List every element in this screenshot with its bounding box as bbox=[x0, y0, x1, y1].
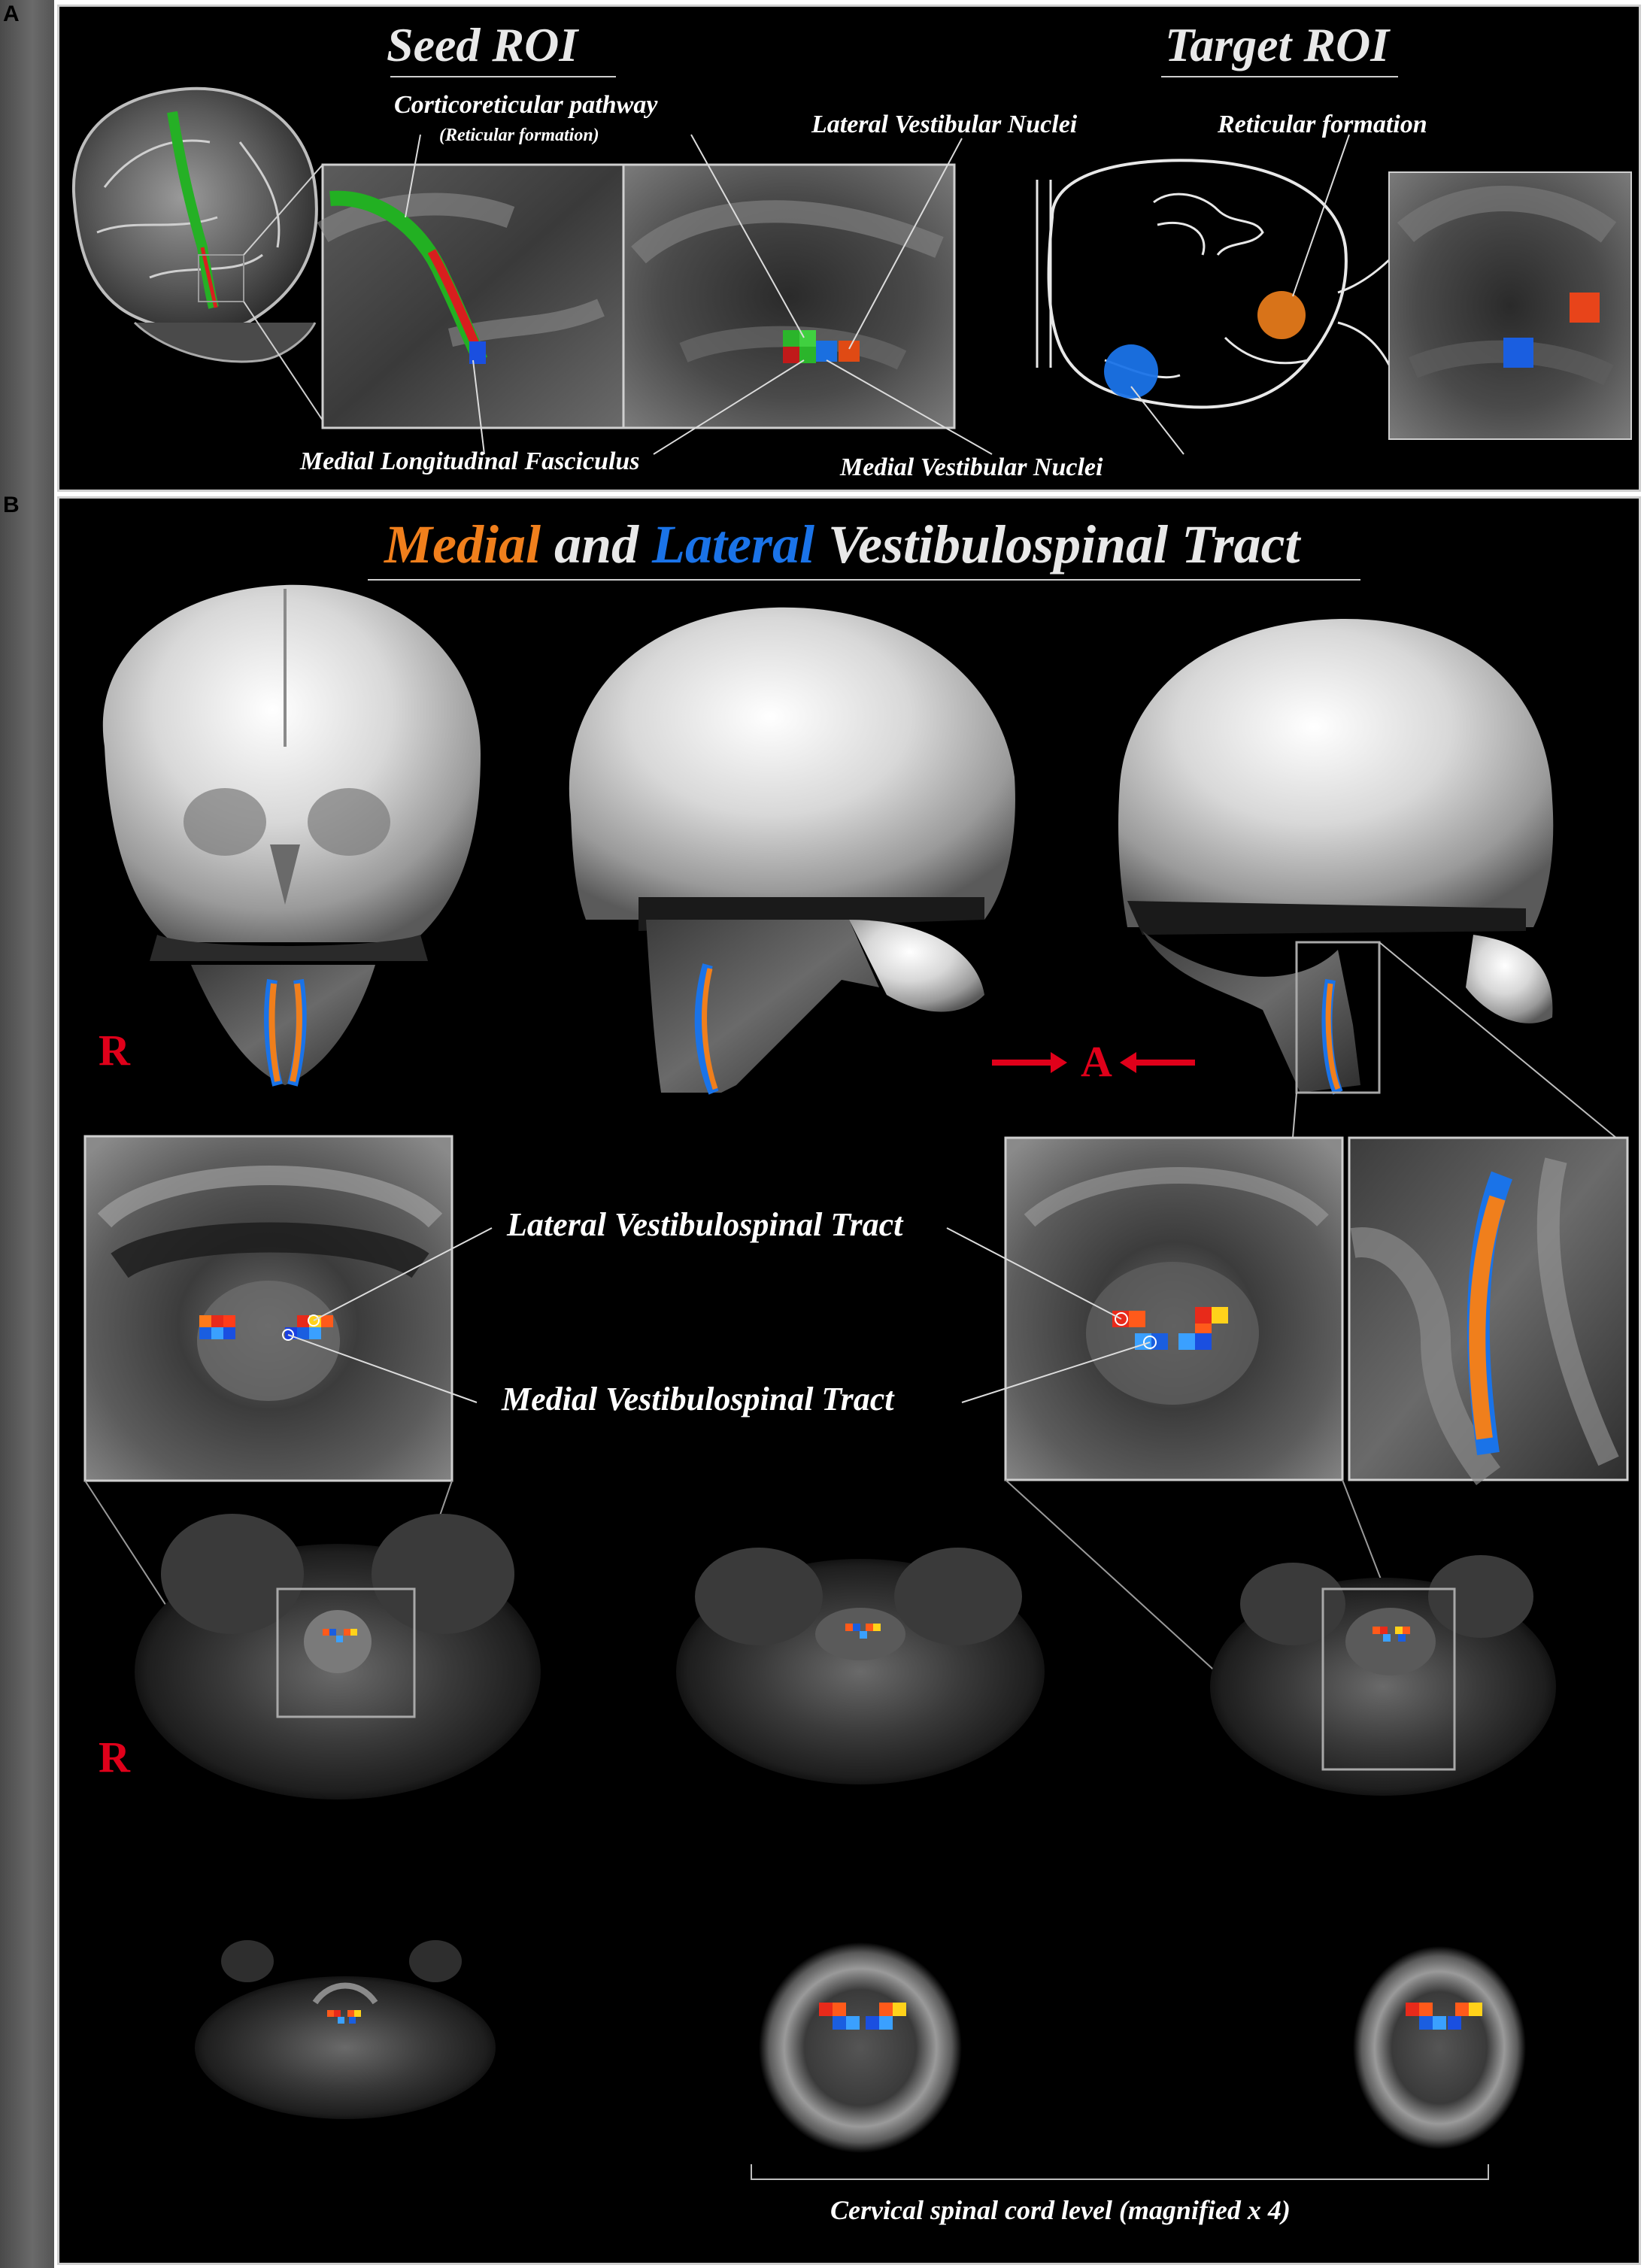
cervical-cord-slice-2 bbox=[1353, 1946, 1526, 2149]
left-sidebar-bar bbox=[0, 0, 54, 2268]
mlf-label: Medial Longitudinal Fasciculus bbox=[300, 447, 640, 475]
panel-a-graphics bbox=[71, 76, 1632, 455]
skull-frontal-view bbox=[102, 584, 481, 1087]
right-marker-top: R bbox=[99, 1026, 130, 1075]
title-medial: Medial bbox=[384, 514, 541, 575]
axial-slice-4 bbox=[195, 1940, 496, 2119]
axial-slice-2 bbox=[676, 1548, 1045, 1784]
cervical-label: Cervical spinal cord level (magnified x … bbox=[830, 2195, 1291, 2225]
zoom-axial-left bbox=[83, 1135, 453, 1482]
seed-zoom-nuclei-image bbox=[622, 163, 956, 429]
target-pixel-image bbox=[1388, 171, 1632, 440]
axial-slice-1 bbox=[135, 1514, 541, 1800]
skull-lateral-view-left bbox=[569, 607, 1015, 1095]
title-rest: Vestibulospinal Tract bbox=[814, 514, 1300, 575]
panel-b-title: Medial and Lateral Vestibulospinal Tract bbox=[384, 514, 1300, 576]
title-and: and bbox=[540, 514, 653, 575]
panel-letter-b: B bbox=[3, 493, 20, 517]
panel-b-graphics bbox=[83, 579, 1629, 2180]
lateral-vn-label: Lateral Vestibular Nuclei bbox=[811, 111, 1078, 138]
lvst-label: Lateral Vestibulospinal Tract bbox=[507, 1206, 903, 1243]
panel-letter-a: A bbox=[3, 2, 20, 26]
right-marker-bottom: R bbox=[99, 1733, 130, 1781]
panel-a: Seed ROI Target ROI Corticoreticular pat… bbox=[57, 5, 1641, 492]
seed-roi-title: Seed ROI bbox=[387, 18, 578, 71]
reticular-sub-label: (Reticular formation) bbox=[439, 126, 599, 145]
zoom-axial-right bbox=[1004, 1136, 1344, 1481]
target-roi-title: Target ROI bbox=[1165, 18, 1390, 71]
anterior-marker: A bbox=[1081, 1037, 1112, 1086]
panel-b: Medial and Lateral Vestibulospinal Tract… bbox=[57, 496, 1641, 2265]
skull-lateral-view-right bbox=[1118, 619, 1554, 1095]
cervical-cord-slice-1 bbox=[759, 1942, 962, 2153]
brainstem-schematic bbox=[1036, 159, 1396, 409]
zoom-sagittal-tract bbox=[1348, 1136, 1629, 1485]
reticular-formation-label: Reticular formation bbox=[1218, 111, 1427, 138]
mvst-label: Medial Vestibulospinal Tract bbox=[502, 1381, 894, 1418]
corticoreticular-label: Corticoreticular pathway bbox=[394, 91, 658, 119]
cervical-bracket bbox=[751, 2164, 1489, 2180]
medial-vn-label: Medial Vestibular Nuclei bbox=[840, 453, 1103, 481]
sagittal-brain-image bbox=[71, 86, 318, 363]
title-lateral: Lateral bbox=[652, 514, 814, 575]
axial-slice-3 bbox=[1210, 1555, 1556, 1796]
anterior-arrows bbox=[992, 1052, 1195, 1073]
seed-zoom-tract-image bbox=[317, 163, 625, 429]
